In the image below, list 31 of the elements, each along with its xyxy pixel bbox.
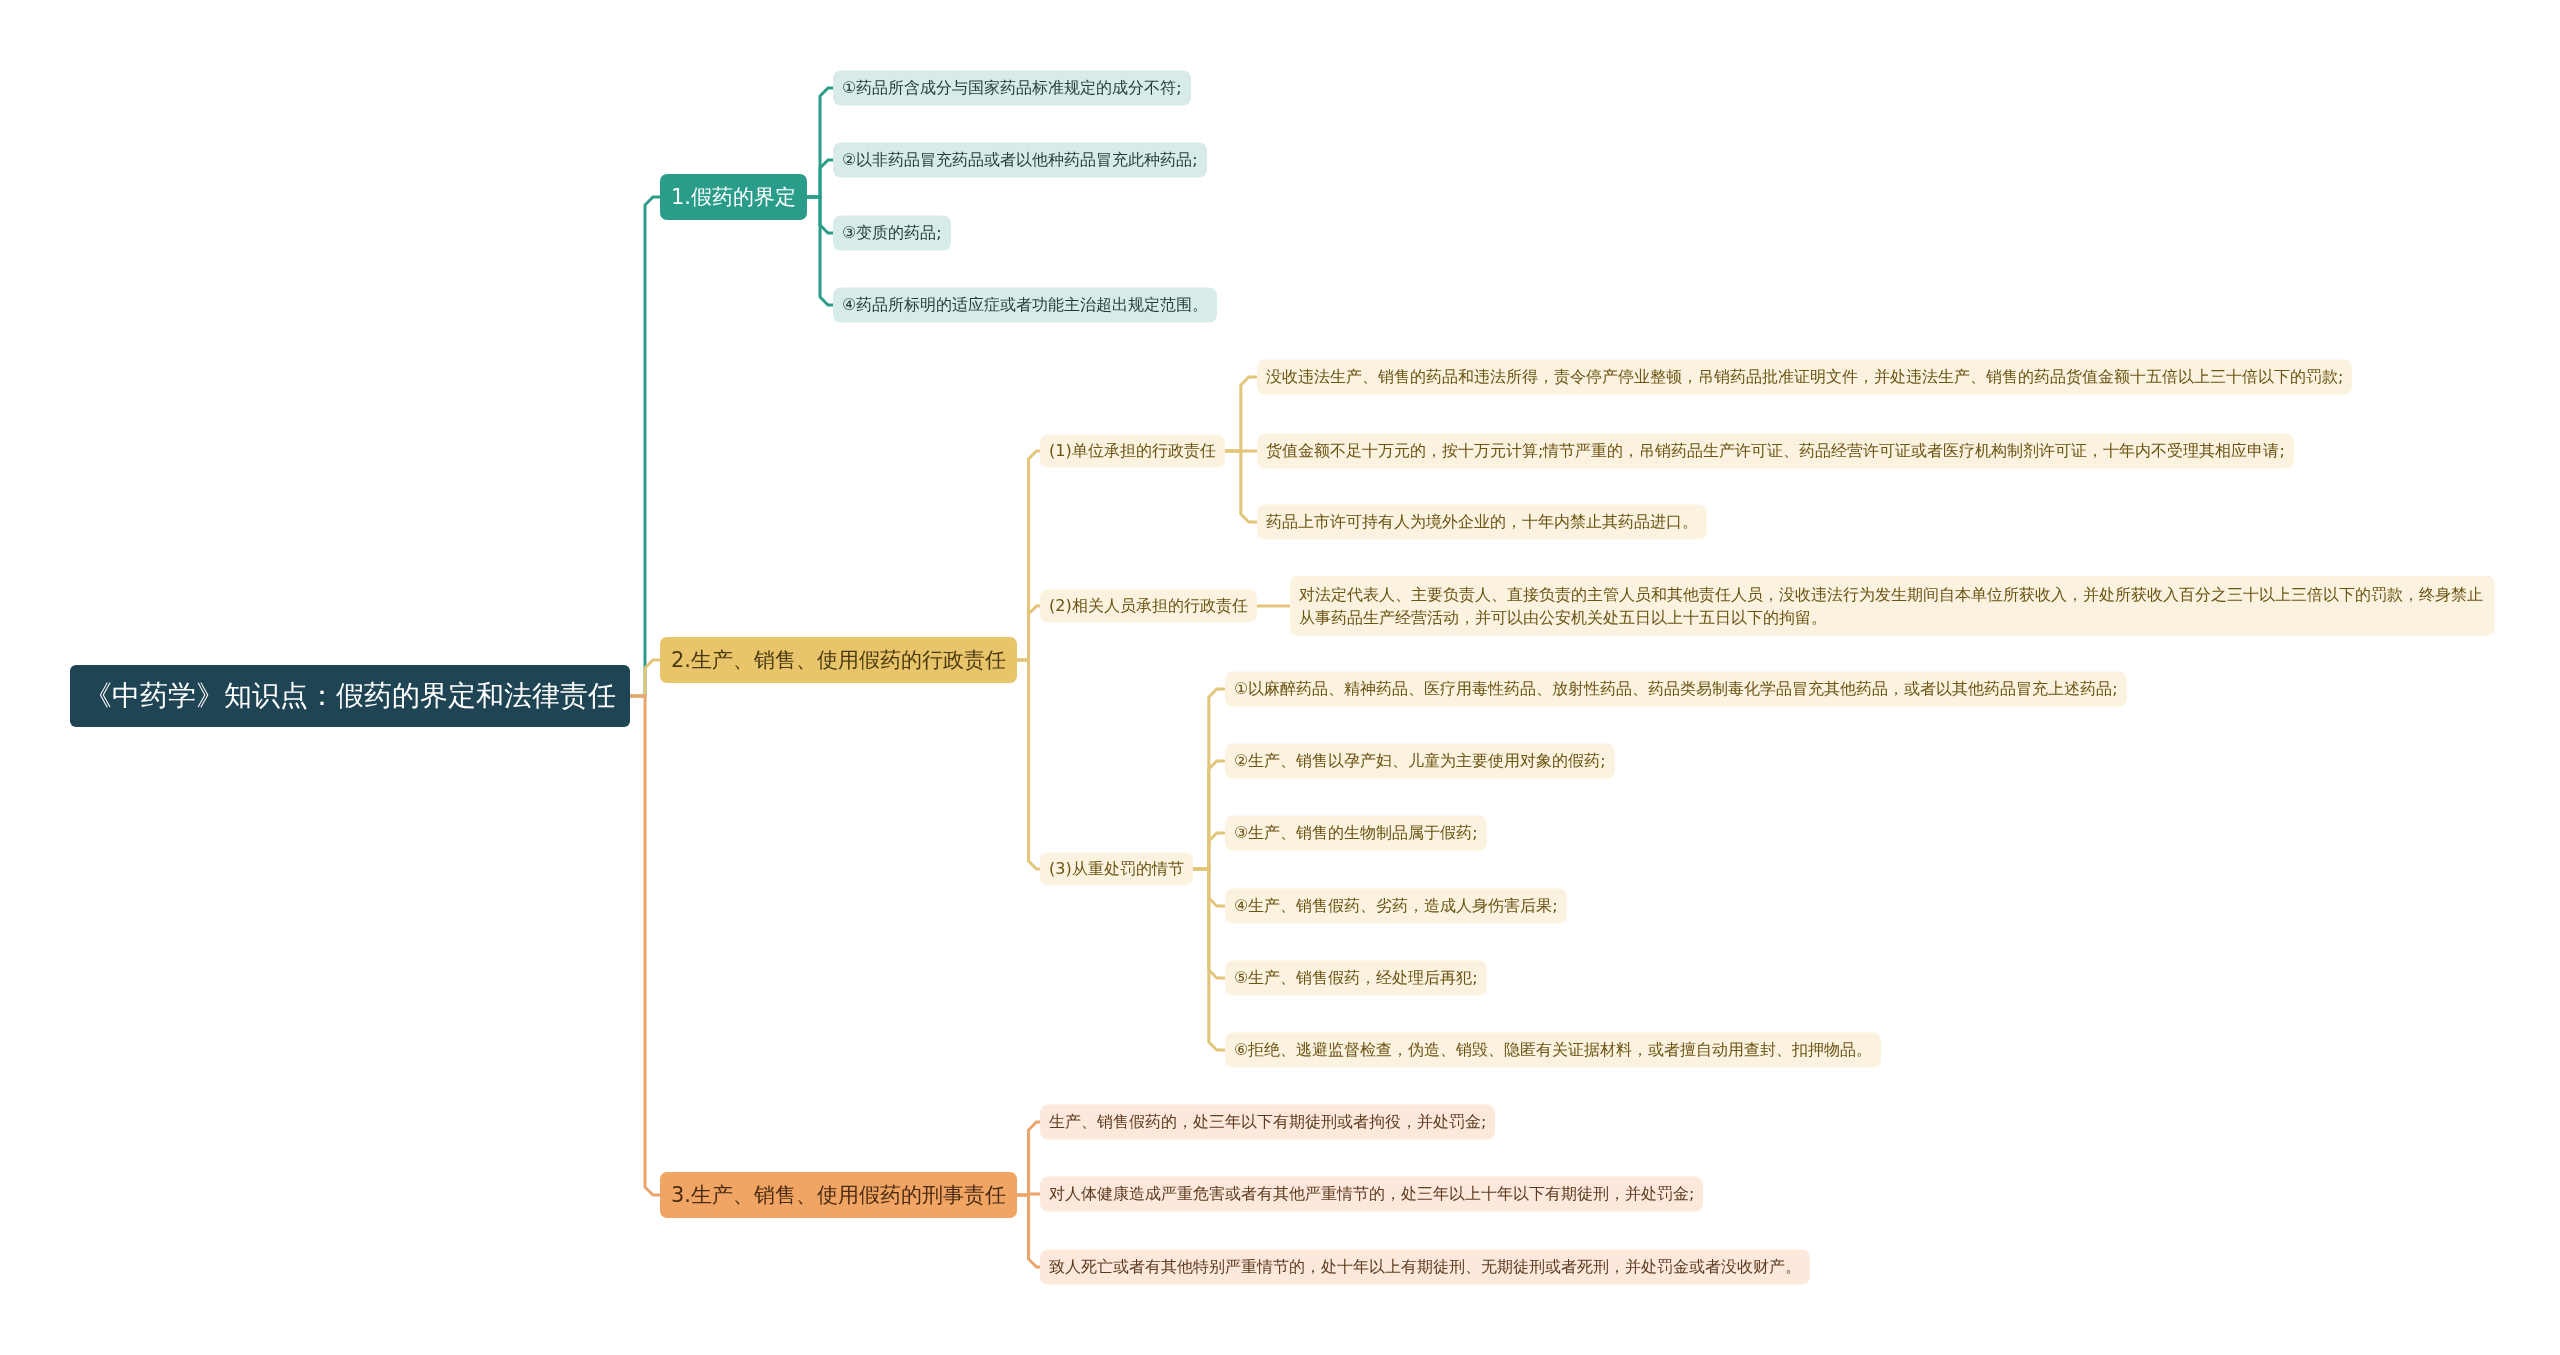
branch-topic-box: 2.生产、销售、使用假药的行政责任: [660, 637, 1018, 683]
detail-box: 生产、销售假药的，处三年以下有期徒刑或者拘役，并处罚金;: [1040, 1104, 1496, 1140]
connector-line: [1224, 449, 1257, 524]
detail-box: ④药品所标明的适应症或者功能主治超出规定范围。: [833, 287, 1218, 323]
branch-topic-box: 3.生产、销售、使用假药的刑事责任: [660, 1172, 1018, 1218]
detail-box: ②以非药品冒充药品或者以他种药品冒充此种药品;: [833, 142, 1207, 178]
branch-topic-box: 1.假药的界定: [660, 174, 808, 220]
subtopic-box: (2)相关人员承担的行政责任: [1040, 589, 1257, 623]
detail-box: ④生产、销售假药、劣药，造成人身伤害后果;: [1225, 888, 1567, 924]
detail-box: 对法定代表人、主要负责人、直接负责的主管人员和其他责任人员，没收违法行为发生期间自本单位所获收入，并处所获收入百分之三十以上三倍以下的罚款，终身禁止从事药品生产经营活动，并可以由公安机关处五日以上十五日以下的拘留。: [1290, 575, 2495, 637]
subtopic-box: (1)单位承担的行政责任: [1040, 434, 1225, 468]
detail-box: 药品上市许可持有人为境外企业的，十年内禁止其药品进口。: [1257, 504, 1707, 540]
detail-box: 没收违法生产、销售的药品和违法所得，责令停产停业整顿，吊销药品批准证明文件，并处违法生产、销售的药品货值金额十五倍以上三十倍以下的罚款;: [1257, 359, 2353, 395]
detail-box: ③变质的药品;: [833, 215, 951, 251]
detail-box: ①以麻醉药品、精神药品、医疗用毒性药品、放射性药品、药品类易制毒化学品冒充其他药品，或者以其他药品冒充上述药品;: [1225, 671, 2127, 707]
connector-line: [1017, 658, 1040, 871]
connector-line: [1192, 867, 1225, 1052]
detail-box: ③生产、销售的生物制品属于假药;: [1225, 815, 1487, 851]
detail-box: 货值金额不足十万元的，按十万元计算;情节严重的，吊销药品生产许可证、药品经营许可证或者医疗机构制剂许可证，十年内不受理其相应申请;: [1257, 433, 2294, 469]
detail-box: ⑤生产、销售假药，经处理后再犯;: [1225, 960, 1487, 996]
connector-line: [630, 694, 660, 1197]
subtopic-box: (3)从重处罚的情节: [1040, 852, 1193, 886]
root-topic-box: 《中药学》知识点：假药的界定和法律责任: [70, 665, 630, 727]
detail-box: ⑥拒绝、逃避监督检查，伪造、销毁、隐匿有关证据材料，或者擅自动用查封、扣押物品。: [1225, 1032, 1882, 1068]
connector-line: [1256, 604, 1290, 608]
connector-line: [807, 195, 833, 307]
detail-box: ①药品所含成分与国家药品标准规定的成分不符;: [833, 70, 1191, 106]
detail-box: 致人死亡或者有其他特别严重情节的，处十年以上有期徒刑、无期徒刑或者死刑，并处罚金或者没收财产。: [1040, 1249, 1810, 1285]
connector-line: [1017, 1193, 1040, 1269]
detail-box: 对人体健康造成严重危害或者有其他严重情节的，处三年以上十年以下有期徒刑，并处罚金;: [1040, 1176, 1704, 1212]
detail-box: ②生产、销售以孕产妇、儿童为主要使用对象的假药;: [1225, 743, 1615, 779]
